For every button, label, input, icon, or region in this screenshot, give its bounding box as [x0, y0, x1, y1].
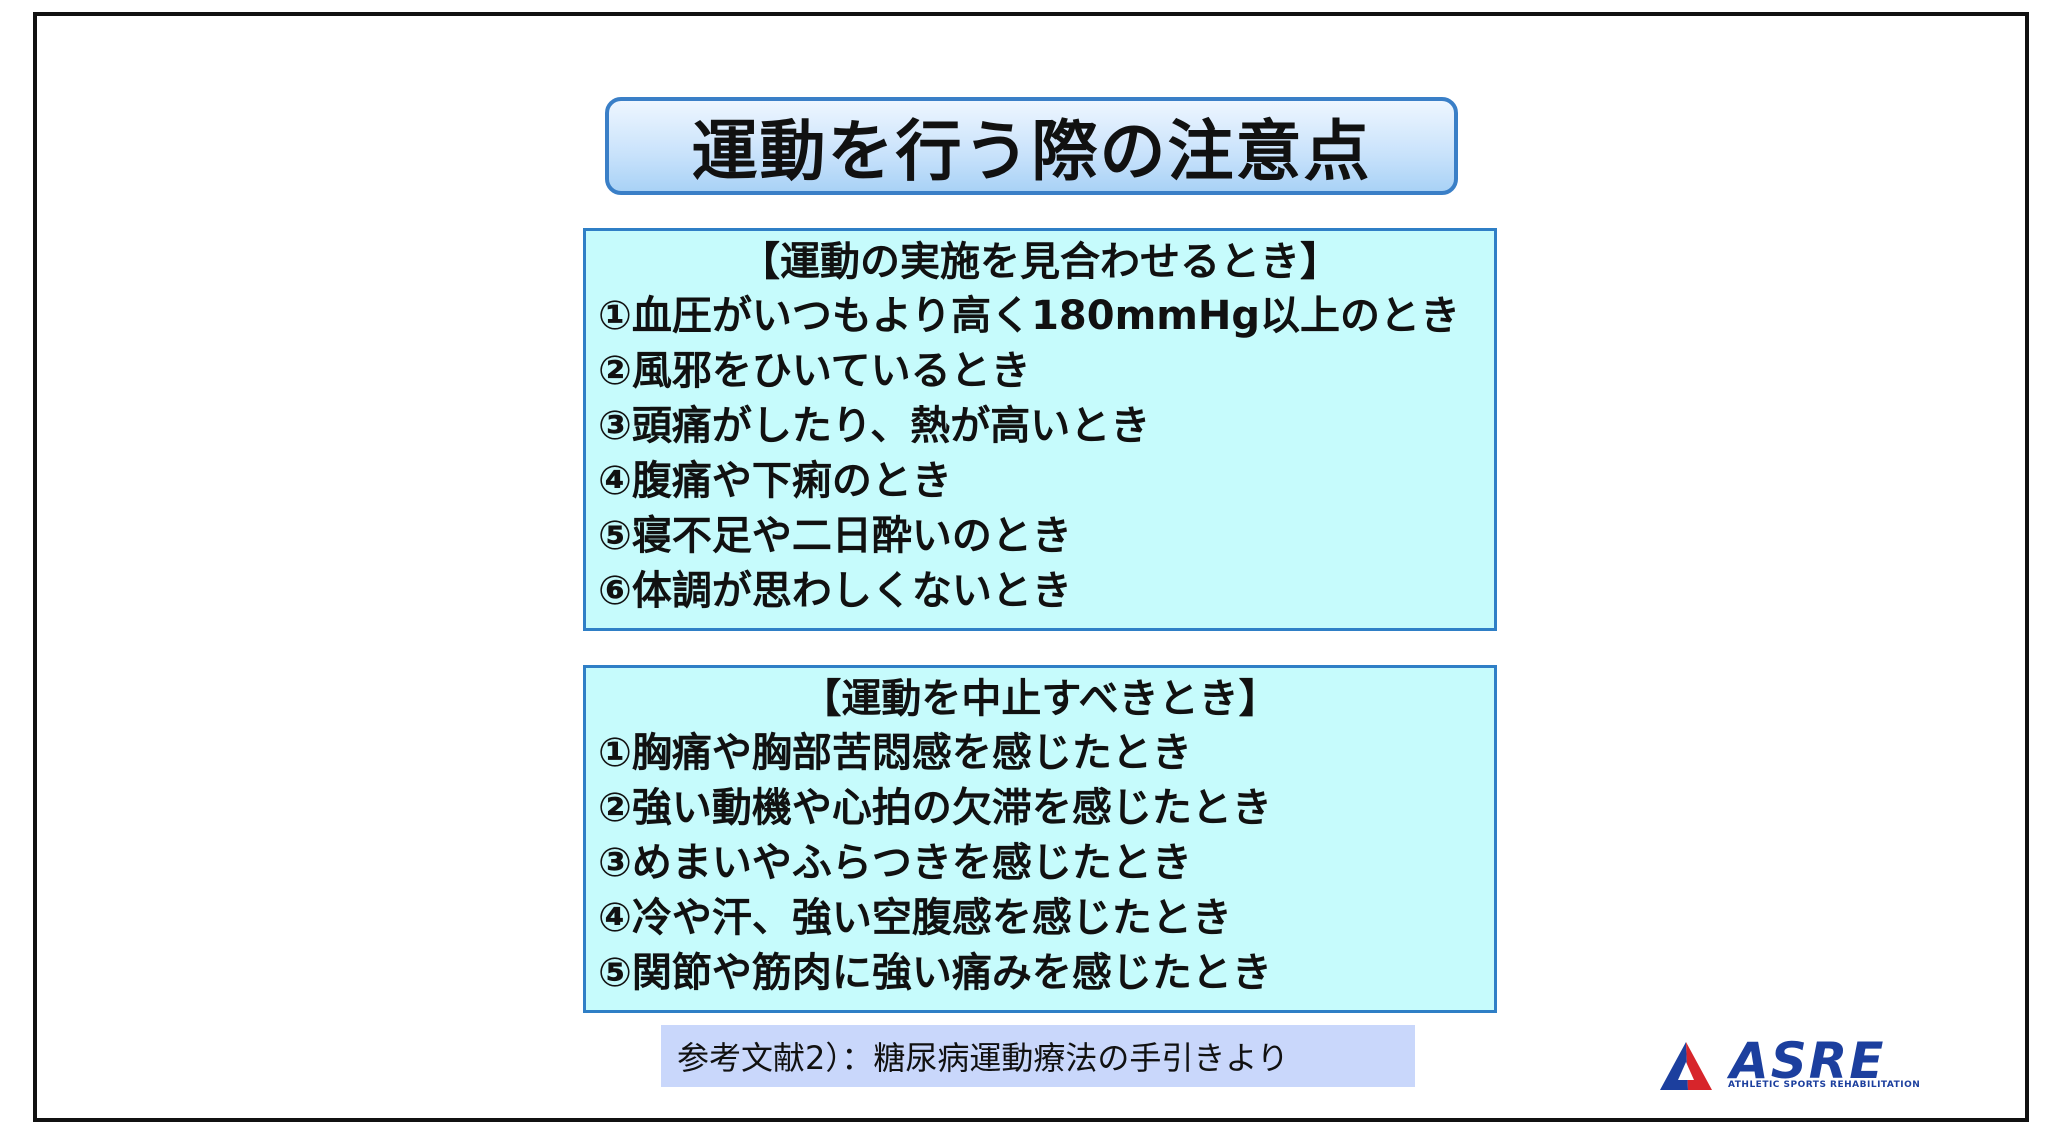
panel-stop-exercise: 【運動を中止すべきとき】 ①胸痛や胸部苦悶感を感じたとき ②強い動機や心拍の欠滞…: [583, 665, 1497, 1013]
logo-wordmark: ASRE: [1730, 1032, 1886, 1090]
panel-heading: 【運動の実施を見合わせるとき】: [740, 239, 1340, 285]
reference-text: 参考文献2）：糖尿病運動療法の手引きより: [677, 1039, 1289, 1077]
list-item: ②風邪をひいているとき: [598, 348, 1031, 394]
list-item: ④冷や汗、強い空腹感を感じたとき: [598, 895, 1232, 941]
panel-postpone-exercise: 【運動の実施を見合わせるとき】 ①血圧がいつもより高く180mmHg以上のとき …: [583, 228, 1497, 631]
list-item: ③めまいやふらつきを感じたとき: [598, 840, 1192, 886]
page-title: 運動を行う際の注意点: [691, 113, 1372, 190]
list-item: ⑤関節や筋肉に強い痛みを感じたとき: [598, 950, 1272, 996]
asre-logo: ASRE ATHLETIC SPORTS REHABILITATION: [1658, 1032, 1921, 1096]
panel-heading: 【運動を中止すべきとき】: [801, 676, 1279, 722]
condition-list: ①胸痛や胸部苦悶感を感じたとき ②強い動機や心拍の欠滞を感じたとき ③めまいやふ…: [586, 726, 1494, 1001]
asre-triangle-icon: [1660, 1042, 1712, 1090]
condition-list: ①血圧がいつもより高く180mmHg以上のとき ②風邪をひいているとき ③頭痛が…: [586, 289, 1494, 619]
reference-note: 参考文献2）：糖尿病運動療法の手引きより: [661, 1025, 1415, 1087]
title-box: 運動を行う際の注意点: [605, 97, 1458, 195]
list-item: ①血圧がいつもより高く180mmHg以上のとき: [598, 293, 1461, 339]
list-item: ①胸痛や胸部苦悶感を感じたとき: [598, 730, 1192, 776]
list-item: ⑤寝不足や二日酔いのとき: [598, 513, 1072, 559]
logo-tagline: ATHLETIC SPORTS REHABILITATION: [1728, 1080, 1921, 1090]
list-item: ②強い動機や心拍の欠滞を感じたとき: [598, 785, 1272, 831]
list-item: ⑥体調が思わしくないとき: [598, 568, 1072, 614]
list-item: ③頭痛がしたり、熱が高いとき: [598, 403, 1151, 449]
list-item: ④腹痛や下痢のとき: [598, 458, 952, 504]
